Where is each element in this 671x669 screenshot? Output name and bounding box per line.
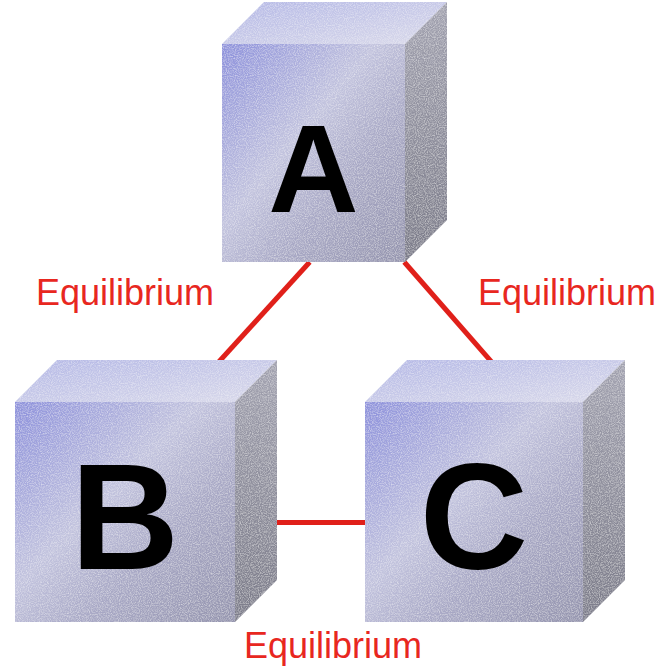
cube-side-face <box>235 360 277 622</box>
cube-front-face: B <box>15 402 235 622</box>
cube-top-face <box>15 360 277 402</box>
cube-front-panel <box>222 44 405 262</box>
edge-label: Equilibrium <box>476 275 658 311</box>
cube-top-face <box>365 360 625 402</box>
cube-front-panel <box>365 402 583 622</box>
cube-node: B <box>15 360 277 622</box>
cube-letter: B <box>71 442 179 592</box>
cube-front-face: C <box>365 402 583 622</box>
edge-label: Equilibrium <box>242 628 424 664</box>
cube-letter: C <box>420 442 528 592</box>
cube-side-face <box>583 360 625 622</box>
cube-node: A <box>222 2 447 262</box>
cube-side-face <box>405 2 447 262</box>
cube-letter: A <box>268 106 358 231</box>
cube-node: C <box>365 360 625 622</box>
edge-label: Equilibrium <box>34 275 216 311</box>
cube-front-panel <box>15 402 235 622</box>
cube-front-face: A <box>222 44 405 262</box>
